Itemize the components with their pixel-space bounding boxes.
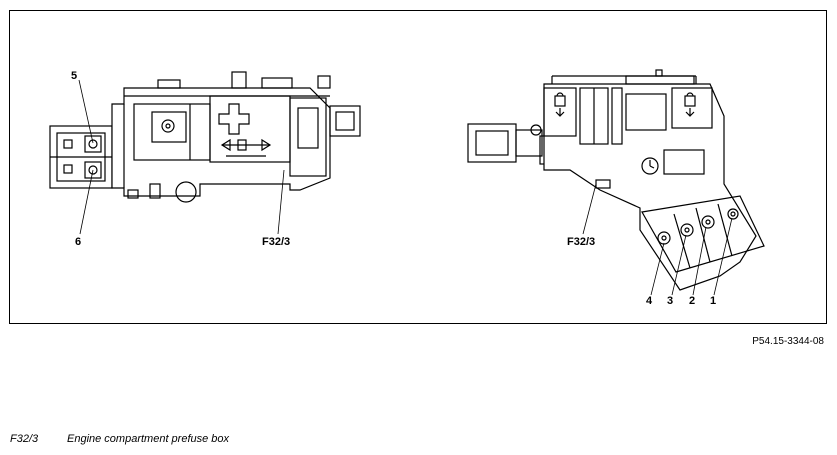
callout-label-5: 5 [71,70,77,82]
callout-label-2: 2 [689,295,695,307]
callout-label-6: 6 [75,236,81,248]
callout-label-f32-3-right: F32/3 [567,236,595,248]
legend: F32/3 Engine compartment prefuse box [10,433,229,445]
callout-label-3: 3 [667,295,673,307]
callout-label-f32-3-left: F32/3 [262,236,290,248]
legend-code: F32/3 [10,433,39,445]
right-view-prefuse-box [467,69,765,296]
fuse-terminal-bank [641,195,765,273]
callout-label-4: 4 [646,295,653,307]
figure-frame [9,10,827,324]
callout-label-1: 1 [710,295,716,307]
left-view-prefuse-box [49,71,361,235]
legend-description: Engine compartment prefuse box [67,433,230,445]
figure-reference: P54.15-3344-08 [752,336,824,347]
legend-item: F32/3 Engine compartment prefuse box [10,433,229,445]
